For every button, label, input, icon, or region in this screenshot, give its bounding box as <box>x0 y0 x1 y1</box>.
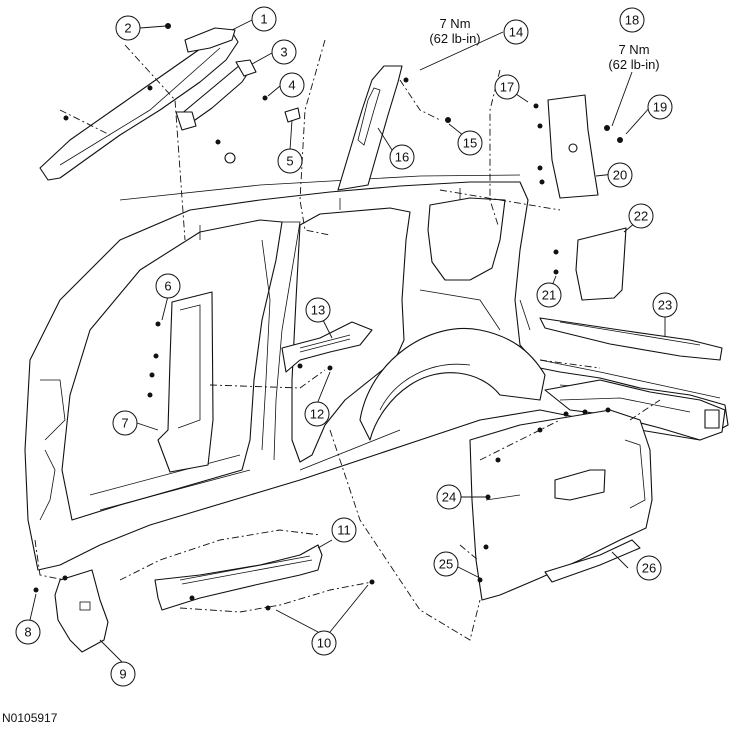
svg-text:10: 10 <box>317 636 331 651</box>
svg-text:14: 14 <box>509 25 523 40</box>
callout-12: 12 <box>304 401 330 427</box>
callout-17: 17 <box>494 74 520 100</box>
callout-9: 9 <box>110 661 136 687</box>
callout-10: 10 <box>311 630 337 656</box>
callout-16: 16 <box>389 144 415 170</box>
callout-25: 25 <box>433 551 459 577</box>
part-1-upper-trim <box>184 27 236 53</box>
torque-lbin: (62 lb-in) <box>608 57 660 72</box>
svg-text:2: 2 <box>124 21 131 36</box>
part-13-c-pillar-lower <box>281 321 373 373</box>
callout-14: 14 <box>503 19 529 45</box>
part-11-rear-scuff-plate <box>154 544 323 611</box>
callout-26: 26 <box>636 555 662 581</box>
callout-6: 6 <box>155 273 181 299</box>
torque-spec-18: 7 Nm (62 lb-in) <box>596 42 672 72</box>
callout-23: 23 <box>652 292 678 318</box>
callout-20: 20 <box>607 162 633 188</box>
svg-text:17: 17 <box>500 80 514 95</box>
callout-24: 24 <box>436 484 462 510</box>
torque-spec-14: 7 Nm (62 lb-in) <box>415 16 495 46</box>
callout-19: 19 <box>647 94 673 120</box>
assembly-lines <box>34 39 661 641</box>
svg-text:7: 7 <box>121 416 128 431</box>
callout-5: 5 <box>277 148 303 174</box>
svg-text:1: 1 <box>260 12 267 27</box>
fasteners <box>33 23 623 611</box>
svg-text:12: 12 <box>310 407 324 422</box>
callout-4: 4 <box>279 72 305 98</box>
svg-text:19: 19 <box>653 100 667 115</box>
svg-text:13: 13 <box>311 303 325 318</box>
torque-nm: 7 Nm <box>439 16 471 31</box>
callout-13: 13 <box>305 297 331 323</box>
svg-text:22: 22 <box>634 209 648 224</box>
svg-text:24: 24 <box>442 490 456 505</box>
callout-18: 18 <box>619 7 645 33</box>
svg-text:5: 5 <box>286 154 293 169</box>
part-16-b-pillar-upper <box>337 65 403 191</box>
callout-7: 7 <box>112 410 138 436</box>
torque-lbin: (62 lb-in) <box>429 31 481 46</box>
callout-3: 3 <box>271 39 297 65</box>
callout-2: 2 <box>115 15 141 41</box>
svg-text:9: 9 <box>119 667 126 682</box>
part-9-cowl-trim <box>54 569 109 653</box>
svg-text:3: 3 <box>280 45 287 60</box>
part-7-b-pillar-lower <box>157 291 214 473</box>
callout-21: 21 <box>536 282 562 308</box>
callout-8: 8 <box>15 619 41 645</box>
svg-text:15: 15 <box>463 136 477 151</box>
svg-text:25: 25 <box>439 557 453 572</box>
part-5-clip <box>284 107 301 123</box>
callout-11: 11 <box>331 517 357 543</box>
svg-text:21: 21 <box>542 288 556 303</box>
svg-text:26: 26 <box>642 561 656 576</box>
svg-text:6: 6 <box>164 279 171 294</box>
part-26-lower-strip <box>544 539 641 583</box>
callout-22: 22 <box>628 203 654 229</box>
figure-id: N0105917 <box>2 711 58 725</box>
svg-text:18: 18 <box>625 13 639 28</box>
callout-15: 15 <box>457 130 483 156</box>
callout-1: 1 <box>251 6 277 32</box>
svg-text:11: 11 <box>337 523 351 538</box>
svg-text:20: 20 <box>613 168 627 183</box>
part-22-d-pillar-trim <box>575 227 627 301</box>
svg-text:16: 16 <box>395 150 409 165</box>
part-23-load-floor-trim <box>539 317 723 361</box>
svg-text:8: 8 <box>24 625 31 640</box>
svg-text:23: 23 <box>658 298 672 313</box>
torque-nm: 7 Nm <box>618 42 650 57</box>
svg-text:4: 4 <box>288 78 295 93</box>
a-pillar-trim <box>39 31 239 181</box>
